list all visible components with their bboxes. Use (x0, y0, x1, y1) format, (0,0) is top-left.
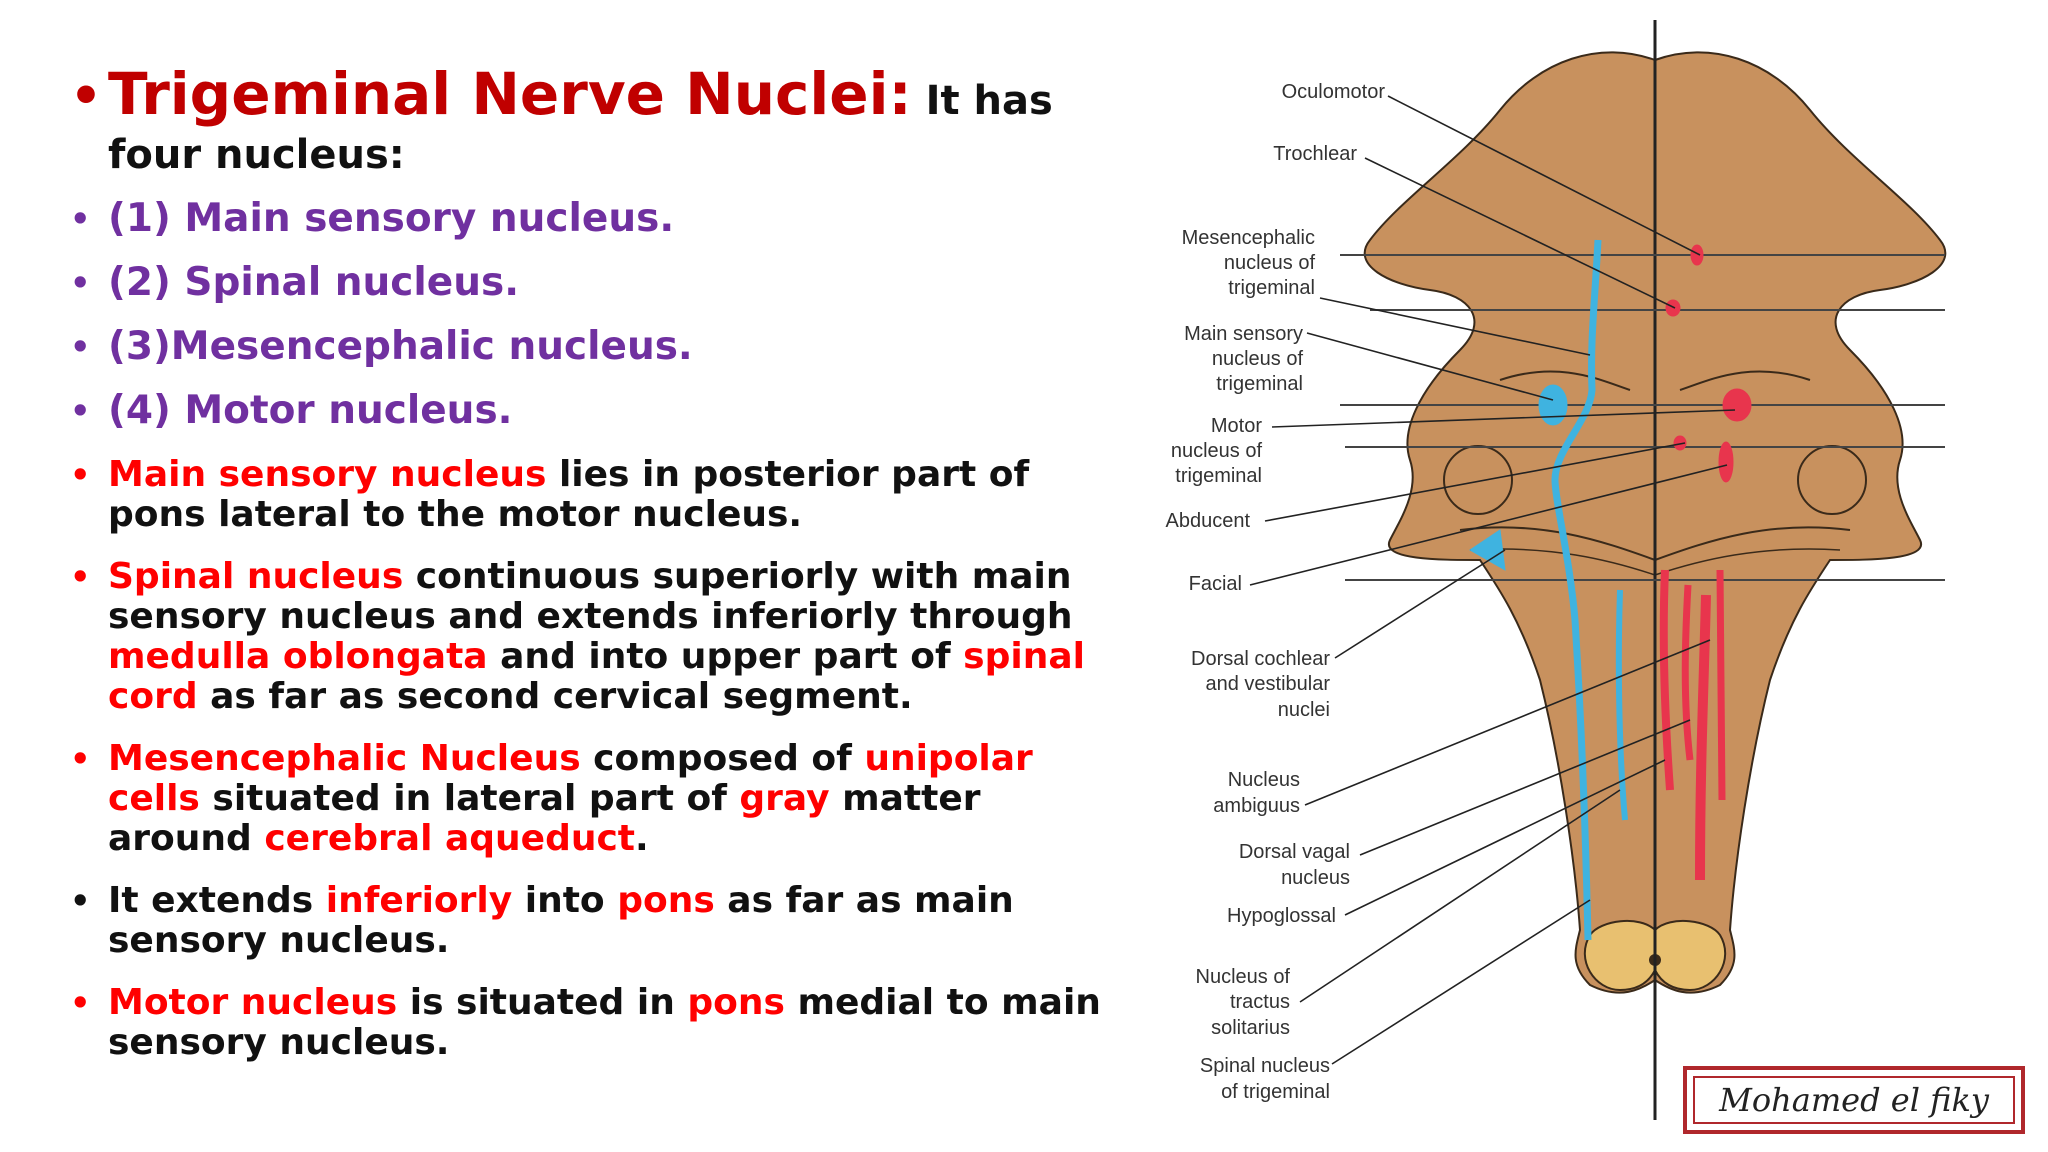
slide-title-rest: It has four nucleus: (108, 78, 1053, 178)
brainstem-diagram: Oculomotor Trochlear Mesencephalic nucle… (1165, 20, 1947, 1120)
label-tractus-1: Nucleus of (1196, 966, 1291, 988)
sensory-nuclei (1469, 239, 1628, 941)
bullet-dot: • (70, 392, 91, 430)
label-spinal-trigeminal-2: of trigeminal (1221, 1081, 1330, 1103)
label-tractus-2: tractus (1230, 991, 1290, 1013)
paragraph-text: as far as main sensory nucleus. (108, 880, 1014, 961)
label-ambiguus-1: Nucleus (1228, 769, 1300, 791)
term-highlight: pons (687, 982, 785, 1023)
term-highlight: cerebral aqueduct (264, 818, 636, 859)
bullet-dot: • (70, 456, 91, 494)
label-trochlear: Trochlear (1273, 143, 1357, 165)
section-lines (1340, 254, 1945, 581)
label-facial: Facial (1189, 573, 1242, 595)
paragraph-text: It extends (108, 880, 326, 921)
term-highlight: Main sensory nucleus (108, 454, 547, 495)
list-item-text: (1) Main sensory nucleus. (108, 196, 675, 241)
paragraph-text: and into upper part of (487, 636, 964, 677)
term-highlight: Mesencephalic Nucleus (108, 738, 581, 779)
paragraph-motor: • Motor nucleus is situated in pons media… (70, 983, 1110, 1063)
label-tractus-3: solitarius (1211, 1017, 1290, 1039)
title-bullet: • Trigeminal Nerve Nuclei: It has four n… (70, 65, 1110, 179)
term-highlight: inferiorly (325, 880, 513, 921)
slide-text: • Trigeminal Nerve Nuclei: It has four n… (70, 65, 1110, 1063)
leader-lines (1249, 95, 1736, 1065)
bullet-dot: • (70, 882, 91, 920)
label-dorsal-vagal-1: Dorsal vagal (1239, 841, 1350, 863)
list-item: • (2) Spinal nucleus. (70, 259, 1110, 307)
paragraph-text: situated in lateral part of (199, 778, 740, 819)
label-abducent: Abducent (1165, 510, 1250, 532)
label-oculomotor: Oculomotor (1282, 81, 1386, 103)
paragraph-text: . (635, 818, 649, 859)
bullet-dot: • (70, 984, 91, 1022)
term-highlight: pons (617, 880, 715, 921)
paragraph-spinal: • Spinal nucleus continuous superiorly wi… (70, 557, 1110, 717)
label-motor-2: nucleus of (1171, 440, 1263, 462)
label-main-sensory-1: Main sensory (1184, 323, 1303, 345)
label-dorsal-vagal-2: nucleus (1281, 867, 1350, 889)
label-mesencephalic-3: trigeminal (1228, 277, 1315, 299)
bullet-dot: • (70, 264, 91, 302)
label-dorsal-cochlear-3: nuclei (1278, 699, 1330, 721)
paragraph-text: continuous superiorly with main sensory … (108, 556, 1073, 637)
list-item-text: (2) Spinal nucleus. (108, 260, 520, 305)
label-main-sensory-2: nucleus of (1212, 348, 1304, 370)
bullet-dot: • (70, 200, 91, 238)
term-highlight: spinal cord (108, 636, 1085, 717)
list-item: • (1) Main sensory nucleus. (70, 195, 1110, 243)
label-mesencephalic-1: Mesencephalic (1182, 227, 1315, 249)
label-spinal-trigeminal-1: Spinal nucleus (1200, 1055, 1330, 1077)
diagram-labels: Oculomotor Trochlear Mesencephalic nucle… (1165, 81, 1385, 1103)
motor-nuclei (1659, 244, 1752, 881)
label-ambiguus-2: ambiguus (1213, 795, 1300, 817)
term-highlight: medulla oblongata (108, 636, 488, 677)
paragraph-main-sensory: • Main sensory nucleus lies in posterior … (70, 455, 1110, 535)
paragraph-text: medial to main sensory nucleus. (108, 982, 1101, 1063)
label-motor-1: Motor (1211, 415, 1262, 437)
list-item: • (3)Mesencephalic nucleus. (70, 323, 1110, 371)
paragraph-mesencephalic: • Mesencephalic Nucleus composed of unipo… (70, 739, 1110, 859)
bullet-dot: • (70, 67, 102, 125)
term-highlight: unipolar cells (108, 738, 1033, 819)
bullet-dot: • (70, 740, 91, 778)
paragraph-extends: • It extends inferiorly into pons as far … (70, 881, 1110, 961)
label-dorsal-cochlear-2: and vestibular (1205, 673, 1330, 695)
paragraph-text: is situated in (397, 982, 688, 1023)
paragraph-text: composed of (580, 738, 865, 779)
label-motor-3: trigeminal (1175, 465, 1262, 487)
term-highlight: Spinal nucleus (108, 556, 404, 597)
bullet-dot: • (70, 558, 91, 596)
paragraph-text: as far as second cervical segment. (197, 676, 913, 717)
term-highlight: gray (739, 778, 830, 819)
slide-title: Trigeminal Nerve Nuclei: (108, 60, 912, 128)
list-item: • (4) Motor nucleus. (70, 387, 1110, 435)
paragraph-text: lies in posterior part of pons lateral t… (108, 454, 1030, 535)
term-highlight: Motor nucleus (108, 982, 398, 1023)
list-item-text: (3)Mesencephalic nucleus. (108, 324, 693, 369)
label-hypoglossal: Hypoglossal (1227, 905, 1336, 927)
paragraph-text: into (512, 880, 618, 921)
paragraph-text: matter around (108, 778, 981, 859)
bullet-dot: • (70, 328, 91, 366)
list-item-text: (4) Motor nucleus. (108, 388, 513, 433)
label-mesencephalic-2: nucleus of (1224, 252, 1316, 274)
label-dorsal-cochlear-1: Dorsal cochlear (1191, 648, 1330, 670)
author-signature: Mohamed el fiky (1683, 1066, 2025, 1134)
label-main-sensory-3: trigeminal (1216, 373, 1303, 395)
signature-text: Mohamed el fiky (1693, 1076, 2015, 1124)
